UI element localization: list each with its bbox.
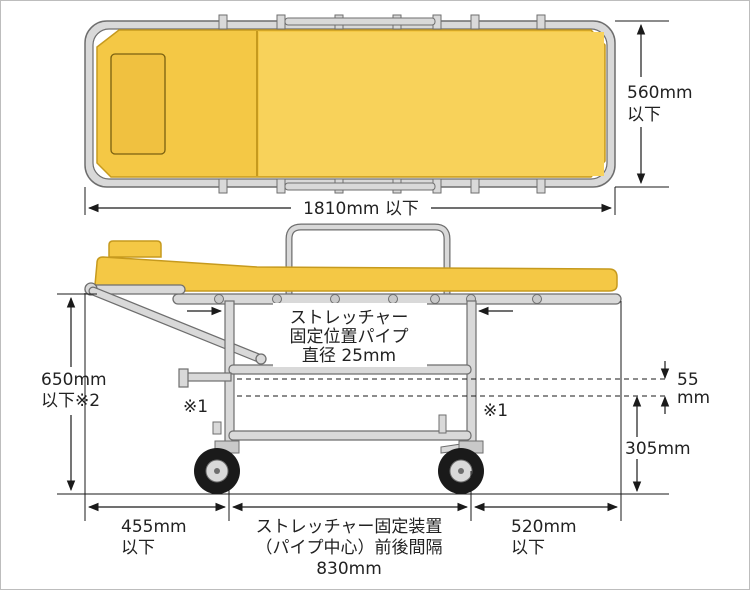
rear-suffix: 以下: [511, 538, 545, 558]
pipe-label-line1: ストレッチャー: [290, 308, 409, 328]
spacing-line2: （パイプ中心）前後間隔: [256, 538, 443, 558]
side-view: ストレッチャー 固定位置パイプ 直径 25mm ※1 ※1 55 mm 305m…: [35, 223, 710, 579]
front-value: 455mm: [121, 517, 187, 537]
height-suffix: 以下※2: [41, 391, 100, 411]
front-suffix: 以下: [121, 538, 155, 558]
top-view: 560mm 以下 1810mm 以下: [84, 14, 703, 219]
floor-height-value: 305mm: [625, 439, 691, 459]
width-suffix: 以下: [627, 105, 661, 125]
note-left: ※1: [183, 397, 208, 417]
gap-value: 55: [677, 370, 699, 390]
spacing-line3: 830mm: [316, 559, 382, 579]
rear-wheel: [438, 448, 484, 494]
pipe-label-line2: 固定位置パイプ: [290, 327, 409, 347]
width-value: 560mm: [627, 83, 693, 103]
pipe-label-line3: 直径 25mm: [302, 346, 396, 366]
spacing-line1: ストレッチャー固定装置: [256, 517, 443, 537]
top-pillow: [110, 53, 166, 155]
note-right: ※1: [483, 401, 508, 421]
length-label: 1810mm 以下: [303, 199, 419, 219]
rear-value: 520mm: [511, 517, 577, 537]
gap-unit: mm: [677, 388, 710, 408]
side-pillow: [108, 240, 162, 258]
front-wheel: [194, 448, 240, 494]
height-value: 650mm: [41, 370, 107, 390]
